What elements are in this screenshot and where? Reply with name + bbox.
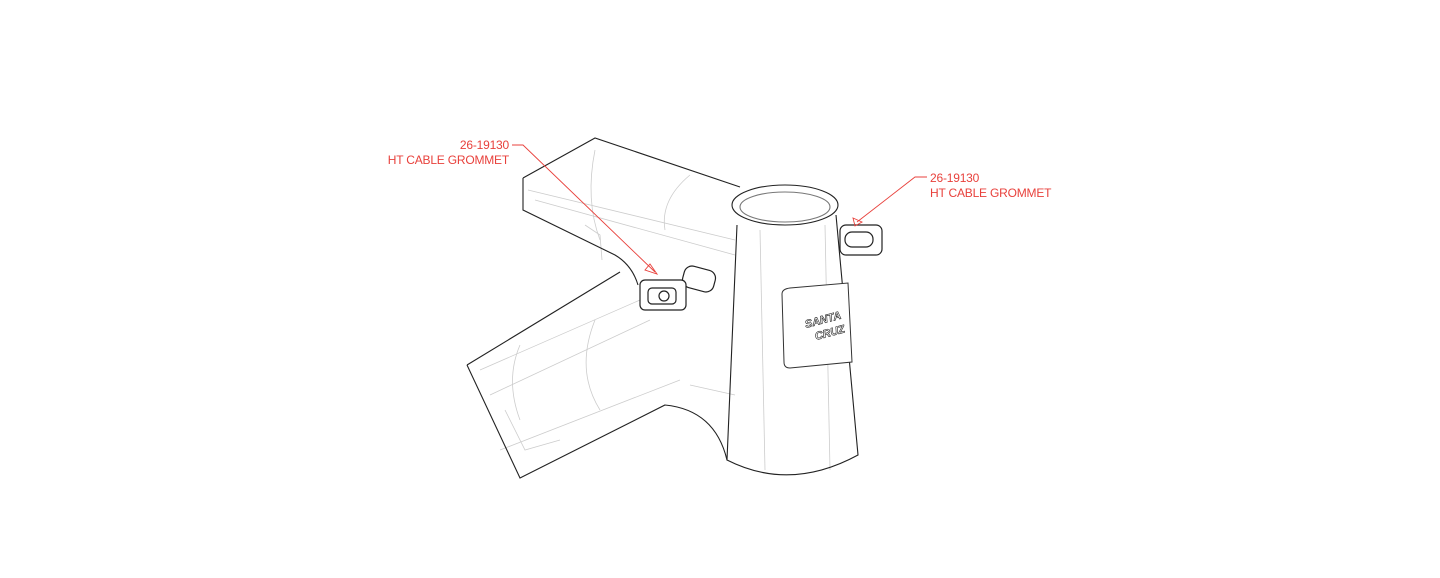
frame-outline xyxy=(466,137,859,479)
callout-right: 26-19130 HT CABLE GROMMET xyxy=(930,171,1051,201)
part-number: 26-19130 xyxy=(459,138,509,152)
surface-detail-lines xyxy=(479,149,831,471)
head-tube-badge: SANTA CRUZ xyxy=(781,282,853,369)
left-cable-grommet xyxy=(639,265,717,311)
right-cable-grommet xyxy=(839,224,883,256)
callout-leaders xyxy=(512,144,927,275)
callout-left: 26-19130 HT CABLE GROMMET xyxy=(388,138,509,168)
part-name: HT CABLE GROMMET xyxy=(387,153,509,167)
part-number: 26-19130 xyxy=(930,171,980,185)
part-name: HT CABLE GROMMET xyxy=(930,186,1052,200)
